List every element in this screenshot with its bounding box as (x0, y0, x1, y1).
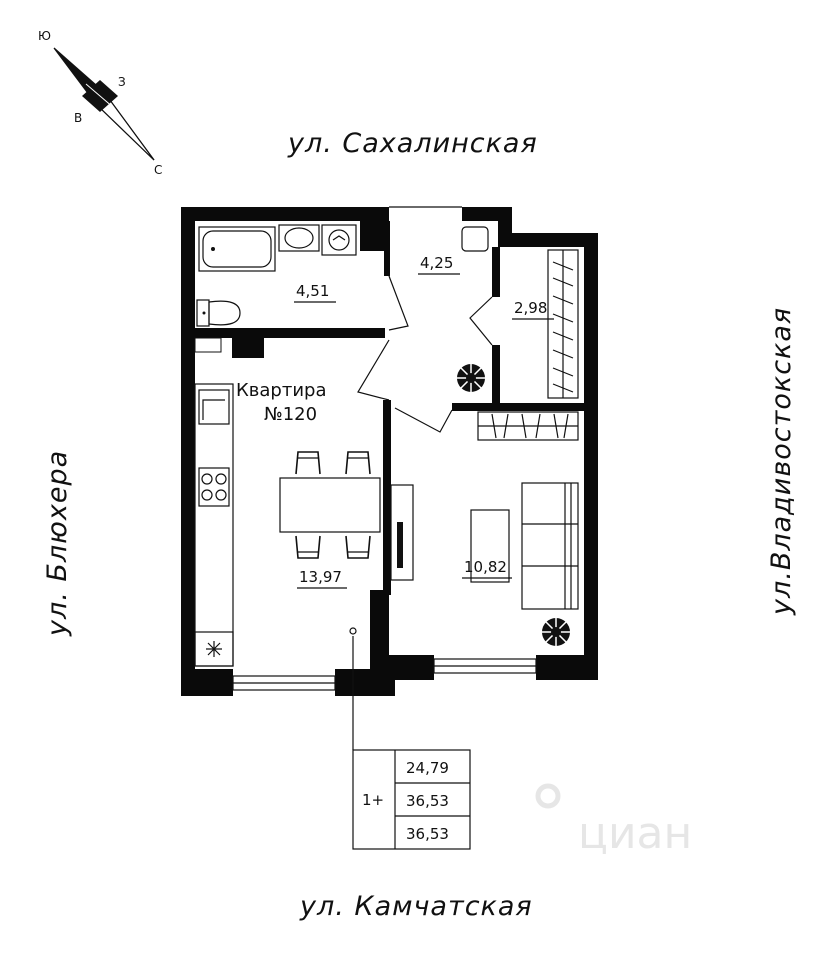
watermark-text: циан (578, 808, 692, 859)
area-storage: 2,98 (514, 299, 547, 317)
sofa (521, 482, 579, 610)
compass: Ю З В С (38, 29, 162, 177)
compass-label-n: С (154, 163, 162, 177)
plant-hall-icon (455, 362, 487, 394)
compass-label-e: В (74, 111, 82, 125)
kitchen-counter (194, 383, 234, 667)
apartment-number: №120 (264, 404, 317, 425)
area-bathroom: 4,51 (296, 282, 329, 300)
coffee-table (470, 509, 510, 583)
area-kitchen-living: 13,97 (299, 568, 342, 586)
street-east: ул.Владивостокская (766, 307, 797, 616)
bathroom-fixtures (196, 224, 357, 327)
area-hall: 4,25 (420, 254, 453, 272)
apartment-title: Квартира (236, 380, 326, 401)
summary-table: 1+ 24,79 36,53 36,53 (352, 749, 471, 850)
storage-wardrobe (547, 249, 579, 399)
compass-label-w: З (118, 75, 126, 89)
street-north: ул. Сахалинская (287, 128, 538, 159)
walls (181, 207, 598, 696)
doors (357, 206, 493, 433)
bedroom-wardrobe (477, 411, 579, 441)
area-bedroom: 10,82 (464, 558, 507, 576)
street-west: ул. Блюхера (42, 450, 73, 637)
street-south: ул. Камчатская (299, 891, 533, 922)
windows (194, 337, 537, 691)
summary-total-area-coef: 36,53 (406, 825, 449, 843)
summary-living-area: 24,79 (406, 759, 449, 777)
watermark: циан (535, 783, 692, 859)
hall-cabinet (461, 226, 489, 252)
summary-total-area: 36,53 (406, 792, 449, 810)
plant-bedroom-icon (540, 616, 572, 648)
riser-marker (349, 627, 357, 635)
tv-stand (390, 484, 414, 581)
summary-rooms-label: 1+ (362, 791, 384, 809)
compass-label-s: Ю (38, 29, 51, 43)
dining-set (279, 451, 381, 559)
